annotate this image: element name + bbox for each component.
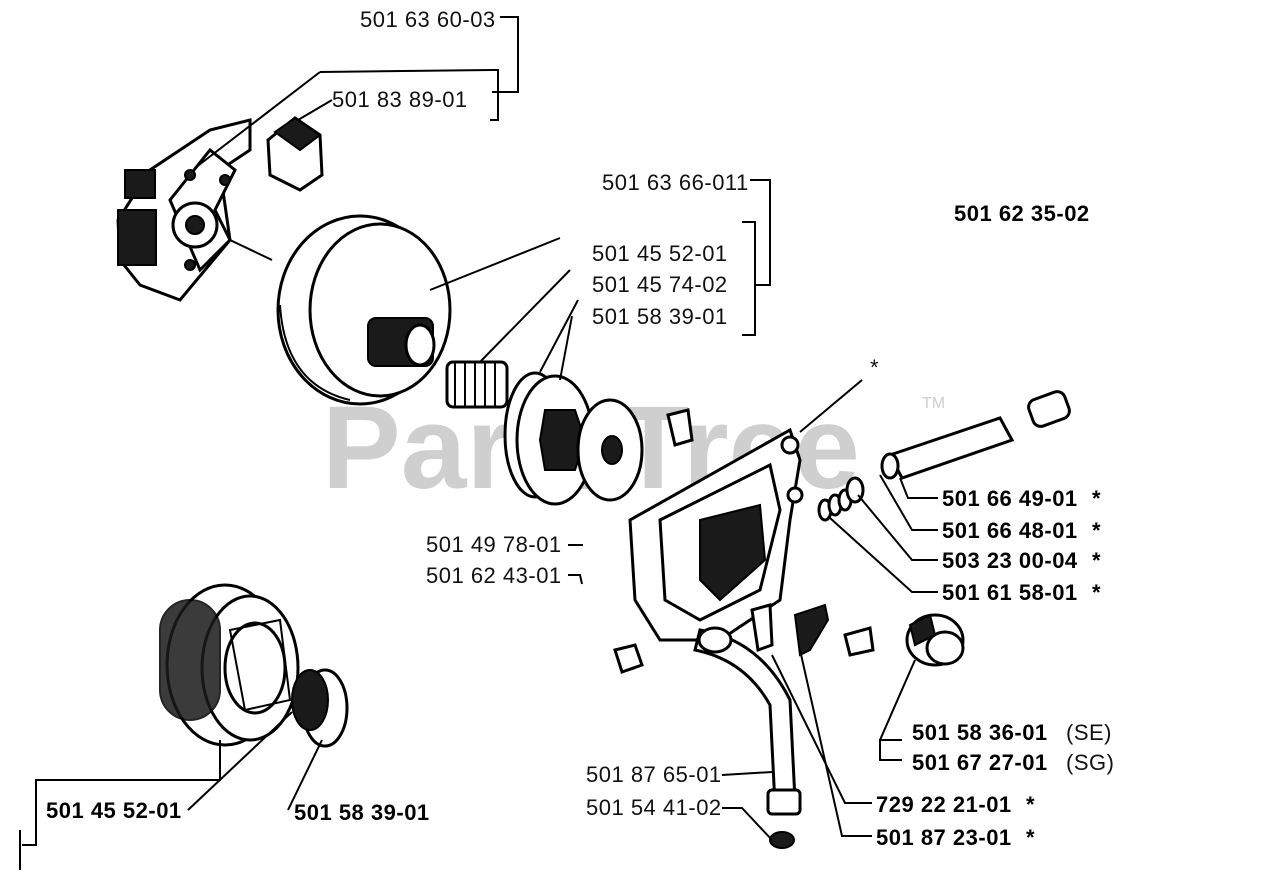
- part-label-501-66-49-01[interactable]: 501 66 49-01: [942, 486, 1078, 511]
- part-label-501-49-78-01[interactable]: 501 49 78-01: [426, 532, 562, 557]
- part-label-501-58-39-01-bottom[interactable]: 501 58 39-01: [294, 800, 430, 825]
- sprocket-rim-drawing[interactable]: [503, 371, 595, 506]
- part-label-501-54-41-02[interactable]: 501 54 41-02: [586, 795, 722, 820]
- part-label-501-62-43-01[interactable]: 501 62 43-01: [426, 563, 562, 588]
- asterisk-mark: *: [1092, 548, 1101, 573]
- asterisk-mark: *: [1092, 518, 1101, 543]
- leader-lines: [19, 16, 938, 870]
- clip-drawing[interactable]: [769, 831, 795, 849]
- asterisk-mark: *: [1092, 580, 1101, 605]
- pump-plunger-drawing[interactable]: [880, 389, 1072, 480]
- assembly-number: 501 62 35-02: [954, 201, 1090, 226]
- part-label-501-87-23-01[interactable]: 501 87 23-01: [876, 825, 1012, 850]
- screw-drawing[interactable]: [666, 408, 694, 447]
- part-label-729-22-21-01[interactable]: 729 22 21-01: [876, 792, 1012, 817]
- part-label-501-58-39-01[interactable]: 501 58 39-01: [592, 304, 728, 329]
- oil-hose-drawing[interactable]: [693, 626, 802, 816]
- asterisk-mark: *: [1026, 825, 1035, 850]
- asterisk-mark: *: [1026, 792, 1035, 817]
- part-label-501-66-48-01[interactable]: 501 66 48-01: [942, 518, 1078, 543]
- washer-drawing[interactable]: [576, 398, 644, 502]
- clutch-drum-drawing[interactable]: [276, 214, 452, 406]
- part-label-501-45-74-02[interactable]: 501 45 74-02: [592, 272, 728, 297]
- trademark-mark: TM: [922, 395, 945, 412]
- suffix-sg: (SG): [1066, 750, 1114, 775]
- part-label-501-83-89-01[interactable]: 501 83 89-01: [332, 87, 468, 112]
- part-label-501-45-52-01-bottom[interactable]: 501 45 52-01: [46, 798, 182, 823]
- suffix-se: (SE): [1066, 720, 1112, 745]
- part-label-501-87-65-01[interactable]: 501 87 65-01: [586, 762, 722, 787]
- clutch-assembly-drawing[interactable]: [116, 118, 273, 302]
- spring-washers-drawing[interactable]: [817, 476, 865, 522]
- rim-sprocket-drawing[interactable]: [159, 583, 300, 747]
- spur-sprocket-drawing[interactable]: [291, 668, 349, 748]
- asterisk-mark: *: [870, 355, 879, 380]
- needle-bearing-drawing[interactable]: [445, 360, 509, 409]
- part-label-503-23-00-04[interactable]: 503 23 00-04: [942, 548, 1078, 573]
- asterisk-mark: *: [1092, 486, 1101, 511]
- part-label-501-63-66-011[interactable]: 501 63 66-011: [602, 170, 749, 195]
- nut-drawing[interactable]: [613, 643, 644, 674]
- oil-pump-drawing[interactable]: [628, 427, 804, 642]
- part-label-501-58-36-01[interactable]: 501 58 36-01: [912, 720, 1048, 745]
- bracket-screws-drawing[interactable]: [750, 603, 875, 657]
- clutch-spring-drawing[interactable]: [266, 116, 324, 192]
- part-label-501-45-52-01[interactable]: 501 45 52-01: [592, 241, 728, 266]
- adjust-knob-drawing[interactable]: [905, 613, 965, 667]
- part-label-501-63-60-03[interactable]: 501 63 60-03: [360, 7, 496, 32]
- part-label-501-67-27-01[interactable]: 501 67 27-01: [912, 750, 1048, 775]
- part-label-501-61-58-01[interactable]: 501 61 58-01: [942, 580, 1078, 605]
